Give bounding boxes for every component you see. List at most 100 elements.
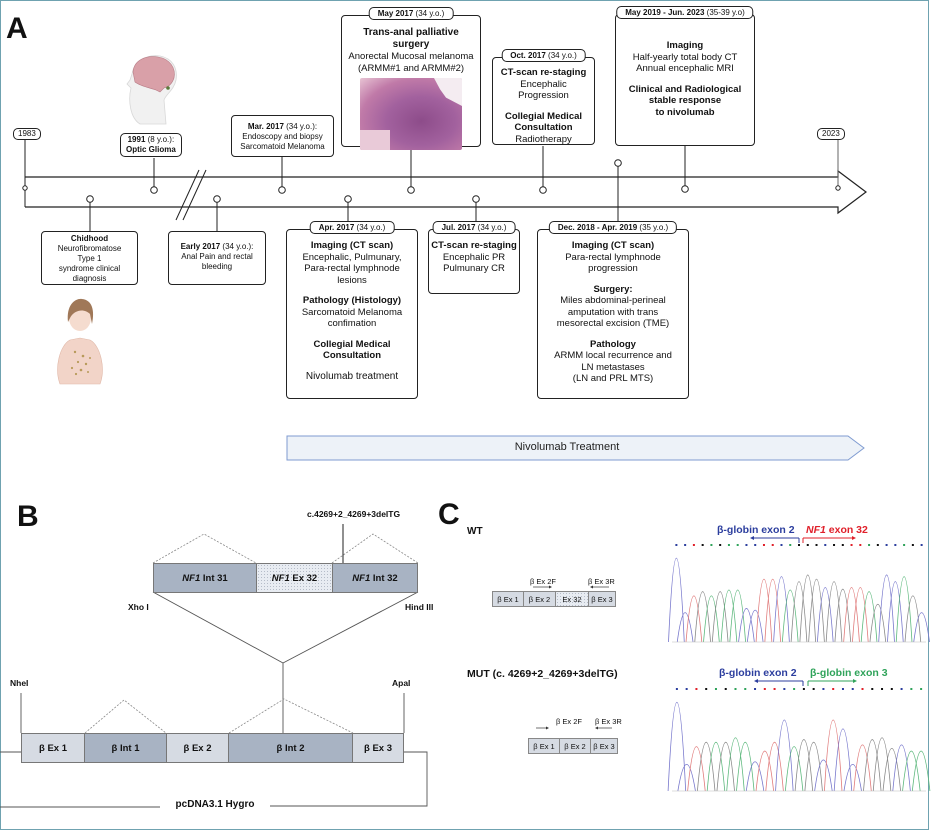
event-text: Para-rectal lymphnode xyxy=(304,263,400,274)
vector-label: pcDNA3.1 Hygro xyxy=(175,799,255,810)
event-age: (35 y.o.) xyxy=(639,223,669,232)
chromatogram-peak xyxy=(882,748,901,792)
event-may-2017: May 2017 (34 y.o.) Trans-anal palliative… xyxy=(341,7,481,150)
event-text: mesorectal excision (TME) xyxy=(556,318,670,329)
mut-right-exon-label: β-globin exon 3 xyxy=(810,667,888,679)
base-call-mark xyxy=(841,688,844,690)
base-call-mark xyxy=(783,688,786,690)
reverse-arrowhead xyxy=(590,585,593,589)
blue-arrowhead xyxy=(754,679,758,683)
chromatogram-peak xyxy=(716,741,735,792)
node xyxy=(150,186,158,194)
base-call-mark xyxy=(744,688,747,690)
chromatogram-peak xyxy=(794,739,814,792)
nf1-int31-segment: NF1 Int 31 xyxy=(153,563,257,593)
event-apr-2017: Apr. 2017 (34 y.o.) Imaging (CT scan) En… xyxy=(286,221,418,399)
chromatogram-peak xyxy=(878,574,895,643)
chromatogram-peak xyxy=(814,759,833,792)
base-call-mark xyxy=(802,688,805,690)
node xyxy=(472,195,480,203)
event-header: May 2019 - Jun. 2023 (35-39 y.o) xyxy=(616,6,754,19)
forward-arrowhead xyxy=(549,585,552,589)
base-call-mark xyxy=(851,688,854,690)
node xyxy=(539,186,547,194)
base-call-mark xyxy=(890,688,893,690)
chromatogram-peak xyxy=(736,741,755,792)
event-text: Pulmunary CR xyxy=(443,263,505,274)
chromatogram-peak xyxy=(738,608,755,643)
base-call-mark xyxy=(903,544,906,546)
chromatogram-peak xyxy=(765,741,784,792)
event-text: Anal Pain and rectal xyxy=(181,252,253,261)
event-date: Jul. 2017 xyxy=(441,223,476,232)
event-text: Anorectal Mucosal melanoma xyxy=(348,51,474,62)
cafe-au-lait-spots xyxy=(70,350,91,376)
event-header: May 2017 (34 y.o.) xyxy=(368,7,454,20)
node xyxy=(213,195,221,203)
base-call-mark xyxy=(724,688,727,690)
base-call-mark xyxy=(793,688,796,690)
chromatogram-peak xyxy=(711,591,729,643)
chromatogram-peak xyxy=(860,591,878,643)
node xyxy=(681,185,689,193)
beta-int2-segment: β Int 2 xyxy=(228,733,353,763)
base-call-mark xyxy=(685,688,688,690)
event-text: Consultation xyxy=(322,350,382,361)
gene-name: NF1 xyxy=(182,572,201,584)
panel-label-c: C xyxy=(438,498,460,531)
red-arrowhead xyxy=(852,536,856,540)
base-call-mark xyxy=(692,544,695,546)
event-text: Type 1 xyxy=(77,254,102,263)
base-call-mark xyxy=(841,544,844,546)
green-arrowhead xyxy=(853,679,857,683)
event-text: Encephalic, Pulmunary, xyxy=(302,251,402,263)
base-call-mark xyxy=(684,544,687,546)
mut-chromatogram xyxy=(667,688,931,792)
event-age: (34 y.o.) xyxy=(477,223,507,232)
base-call-mark xyxy=(771,544,774,546)
node xyxy=(835,185,841,191)
chromatogram-peak xyxy=(706,741,726,792)
end-year-label: 2023 xyxy=(817,128,845,140)
chromatogram-peak xyxy=(895,576,913,643)
base-call-mark xyxy=(719,544,722,546)
mutation-label: c.4269+2_4269+3delTG xyxy=(307,509,401,519)
base-call-mark xyxy=(710,544,713,546)
event-text: syndrome clinical xyxy=(58,264,121,273)
mut-label: MUT (c. 4269+2_4269+3delTG) xyxy=(467,668,618,680)
node xyxy=(278,186,286,194)
segment-text: Int 31 xyxy=(200,572,228,584)
base-call-mark xyxy=(850,544,853,546)
hindiii-site-label: Hind III xyxy=(405,602,434,612)
splice-line xyxy=(228,698,354,734)
chromatogram-peak xyxy=(703,595,720,643)
forward-arrowhead xyxy=(546,726,549,730)
event-header: Oct. 2017 (34 y.o.) xyxy=(501,49,586,62)
chromatogram-peak xyxy=(904,595,922,643)
brain-icon xyxy=(132,56,175,93)
event-date: Oct. 2017 xyxy=(510,51,546,60)
base-call-mark xyxy=(815,544,818,546)
base-call-mark xyxy=(861,688,864,690)
base-call-mark xyxy=(832,688,835,690)
gene-name: NF1 xyxy=(806,524,826,536)
base-call-mark xyxy=(754,544,757,546)
event-text: progression xyxy=(588,263,638,274)
apai-site-label: ApaI xyxy=(392,678,411,688)
event-text: Pathology xyxy=(590,338,636,350)
chromatogram-peak xyxy=(804,741,823,792)
event-date: Early 2017 xyxy=(180,242,221,251)
base-call-mark xyxy=(822,688,825,690)
chromatogram-peak xyxy=(808,578,825,643)
event-text: CT-scan re-staging xyxy=(500,67,587,78)
beta-int1-segment: β Int 1 xyxy=(84,733,167,763)
event-oct-2017: Oct. 2017 (34 y.o.) CT-scan re-staging E… xyxy=(492,49,595,145)
event-text: Imaging xyxy=(666,40,704,51)
glioma-mark xyxy=(166,86,170,90)
base-call-mark xyxy=(894,544,897,546)
break-mark xyxy=(182,169,207,221)
wt-chromatogram xyxy=(668,544,930,643)
